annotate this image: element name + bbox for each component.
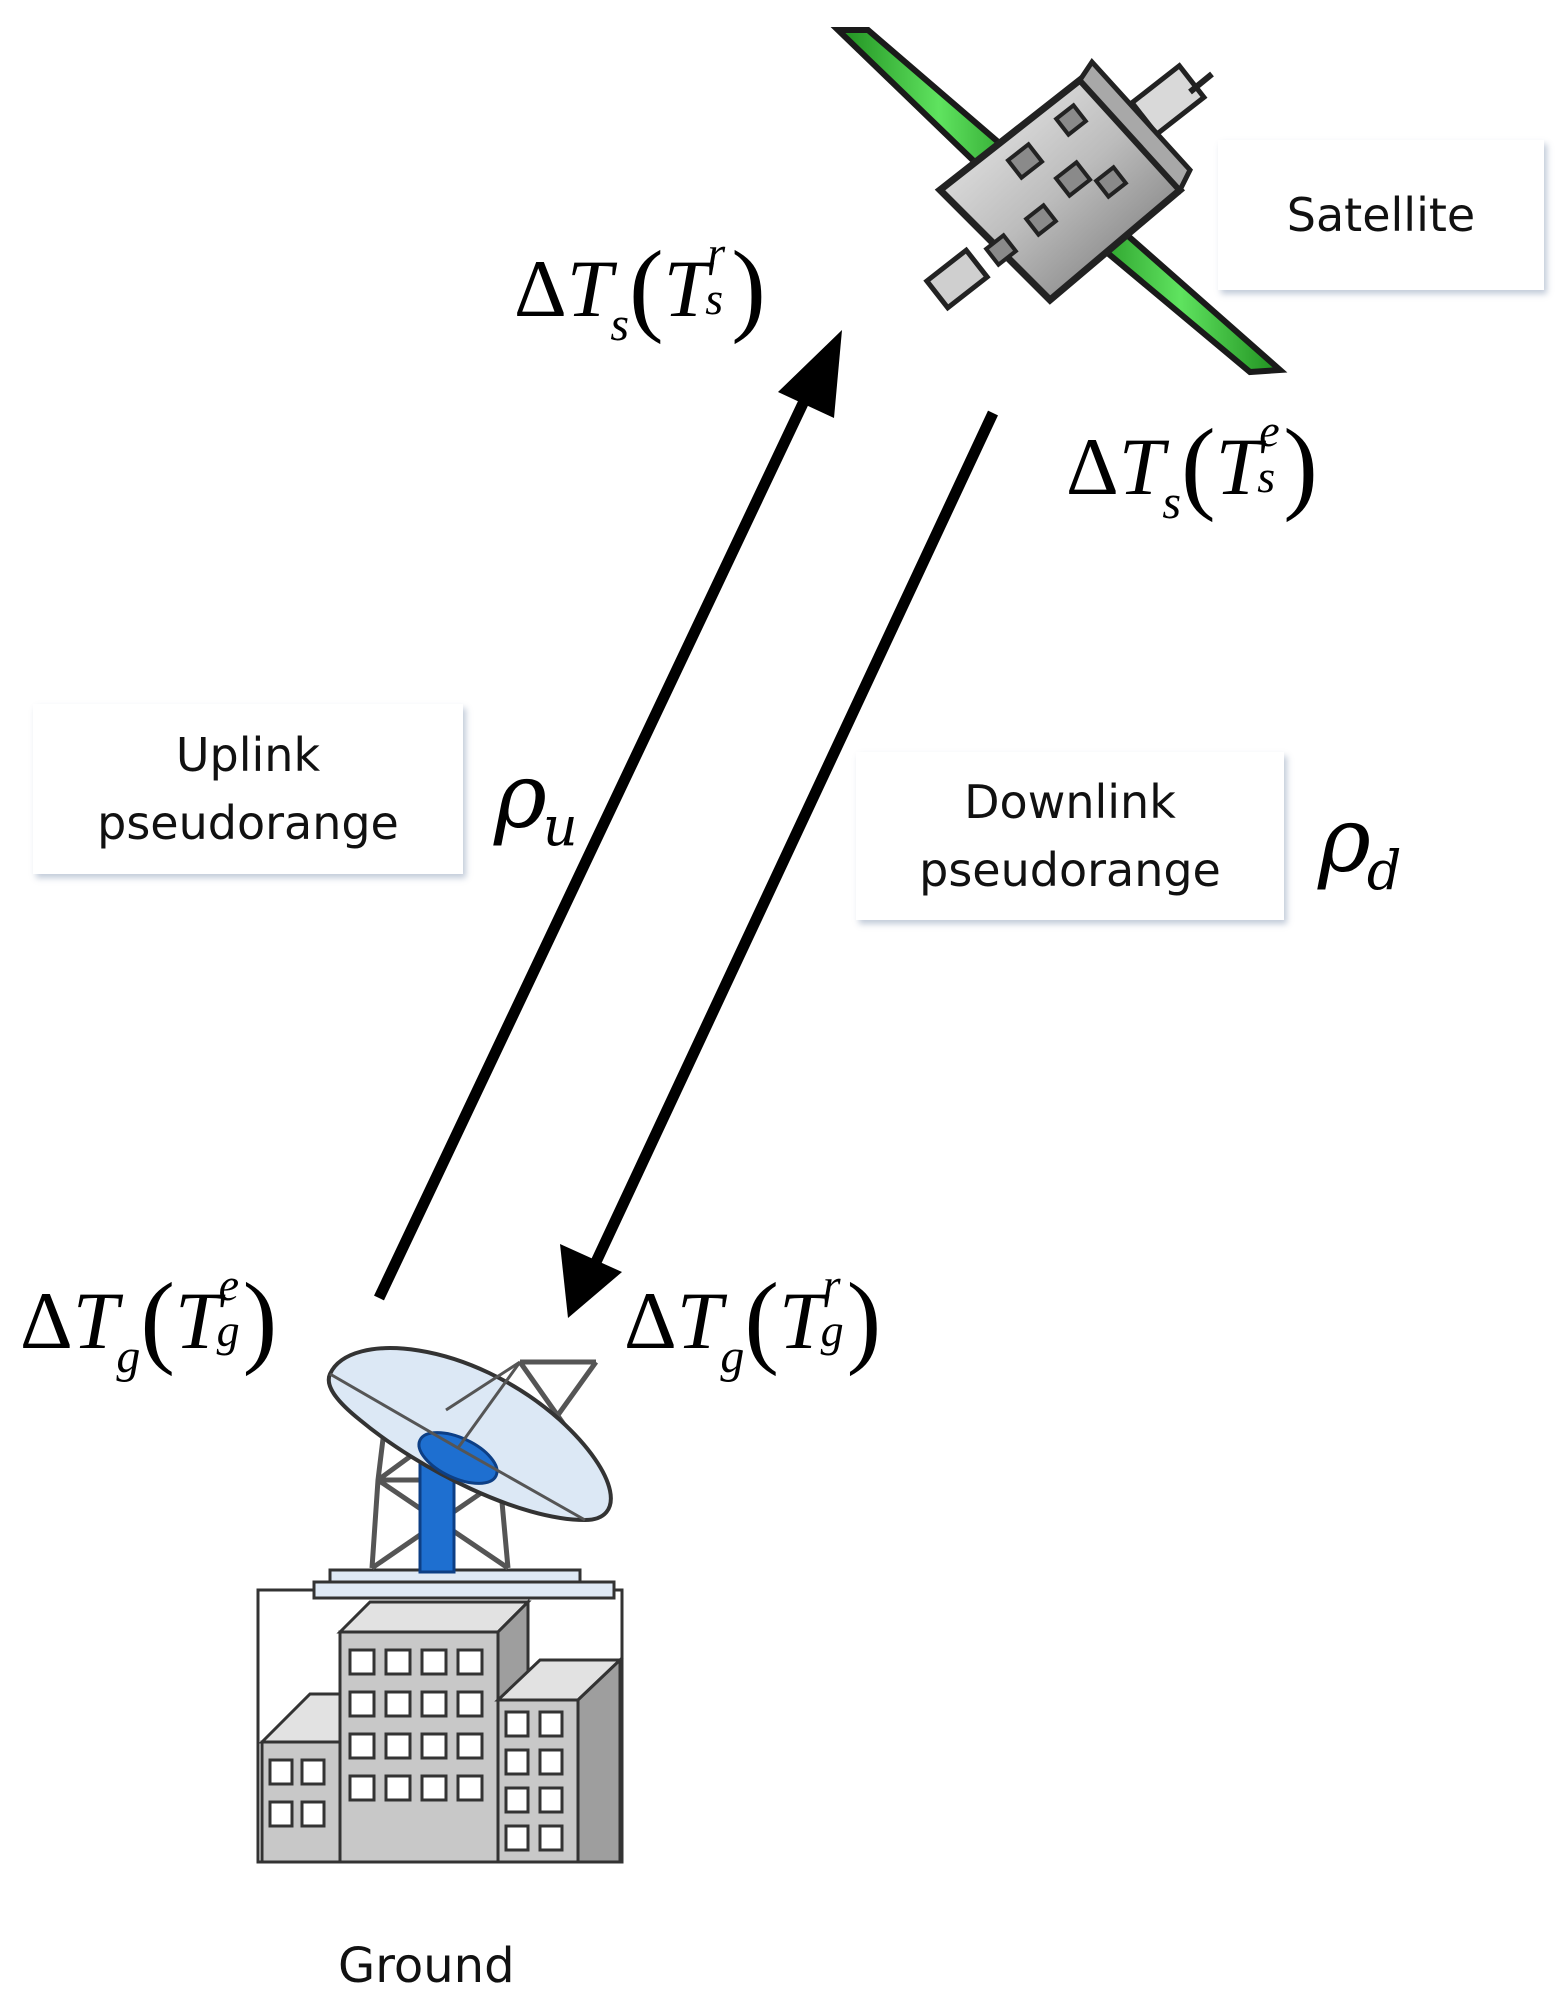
building-window (504, 1710, 530, 1738)
building-window (538, 1710, 564, 1738)
building-window (504, 1786, 530, 1814)
downlink-label-line2: pseudorange (919, 843, 1221, 897)
building-window (538, 1748, 564, 1776)
building-window (456, 1732, 484, 1760)
building-window (456, 1774, 484, 1802)
building-window (420, 1774, 448, 1802)
building-window (268, 1800, 294, 1828)
downlink-label-line1: Downlink (964, 775, 1176, 829)
uplink-label-line2: pseudorange (97, 796, 399, 850)
building-window (384, 1732, 412, 1760)
building-window (348, 1732, 376, 1760)
uplink-pseudorange-symbol: ρu (494, 744, 578, 858)
building-window (456, 1648, 484, 1676)
building-window (538, 1786, 564, 1814)
building-window (300, 1758, 326, 1786)
uplink-label-line1: Uplink (175, 728, 321, 782)
satellite-icon (830, 27, 1288, 376)
building-window (268, 1758, 294, 1786)
building-window (300, 1800, 326, 1828)
ground-station-icon (256, 1346, 624, 1864)
building-window (348, 1774, 376, 1802)
building-window (384, 1690, 412, 1718)
building-window (456, 1690, 484, 1718)
downlink-pseudorange-symbol: ρd (1318, 788, 1402, 902)
building-window (420, 1648, 448, 1676)
building-window (420, 1690, 448, 1718)
satellite-label: Satellite (1286, 188, 1476, 242)
downlink-label-box: Downlink pseudorange (856, 752, 1284, 920)
building-window (504, 1824, 530, 1852)
building-window (538, 1824, 564, 1852)
building-window (348, 1690, 376, 1718)
ground-label: Ground (338, 1938, 515, 1994)
building-window (384, 1774, 412, 1802)
uplink-arrow (374, 330, 842, 1301)
satellite-label-box: Satellite (1218, 140, 1544, 290)
downlink-arrow (560, 410, 998, 1318)
uplink-label-box: Uplink pseudorange (33, 704, 463, 874)
building-window (348, 1648, 376, 1676)
building-window (384, 1648, 412, 1676)
building-window (504, 1748, 530, 1776)
building-window (420, 1732, 448, 1760)
